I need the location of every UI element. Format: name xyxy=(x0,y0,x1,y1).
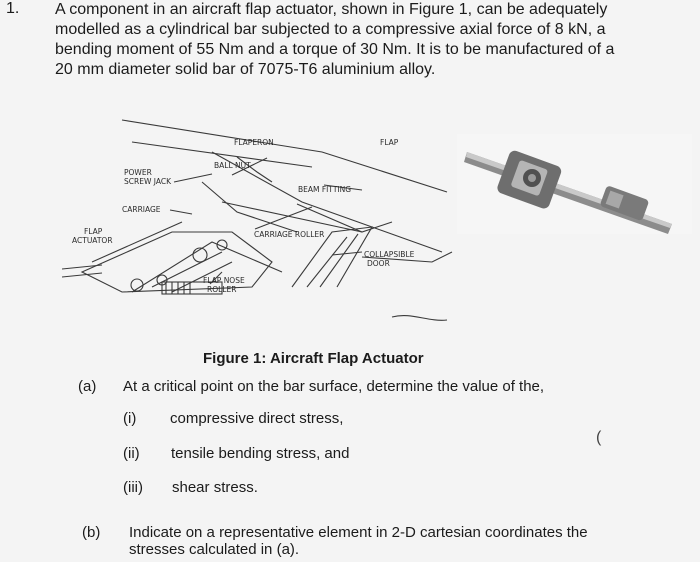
item-iii-text: shear stress. xyxy=(172,479,258,496)
label-power: POWER xyxy=(124,168,152,177)
part-a-text: At a critical point on the bar surface, … xyxy=(123,378,545,395)
label-collapsible-2: DOOR xyxy=(367,259,390,268)
label-ball-nut: BALL NUT xyxy=(214,161,251,170)
figure-caption: Figure 1: Aircraft Flap Actuator xyxy=(203,350,424,367)
item-ii-label: (ii) xyxy=(123,445,140,462)
item-i-label: (i) xyxy=(123,410,137,427)
actuator-line-drawing xyxy=(62,119,453,321)
label-carriage: CARRIAGE xyxy=(122,205,161,214)
label-screw-jack: SCREW JACK xyxy=(124,177,172,186)
label-beam-fitting: BEAM FITTING xyxy=(298,185,351,194)
part-a-label: (a) xyxy=(78,378,97,395)
part-b-label: (b) xyxy=(82,524,101,541)
label-flap-nose-roller-1: FLAP NOSE xyxy=(203,276,245,285)
item-ii-text: tensile bending stress, and xyxy=(171,445,350,462)
problem-statement: A component in an aircraft flap actuator… xyxy=(55,1,615,78)
label-flap-actuator-1: FLAP xyxy=(84,227,103,236)
actuator-photo xyxy=(457,134,692,234)
item-i-text: compressive direct stress, xyxy=(170,410,344,427)
label-flap-nose-roller-2: ROLLER xyxy=(207,285,236,294)
flap-actuator-figure: FLAPERON FLAP BALL NUT POWER SCREW JACK … xyxy=(62,119,692,321)
part-b-text: Indicate on a representative element in … xyxy=(129,524,588,558)
label-flaperon: FLAPERON xyxy=(234,138,274,147)
label-collapsible-1: COLLAPSIBLE xyxy=(364,250,415,259)
question-number: 1. xyxy=(6,0,20,17)
label-flap: FLAP xyxy=(380,138,399,147)
label-carriage-roller: CARRIAGE ROLLER xyxy=(254,230,324,239)
stray-paren-mark: ( xyxy=(596,429,602,446)
item-iii-label: (iii) xyxy=(123,479,143,496)
label-flap-actuator-2: ACTUATOR xyxy=(72,236,113,245)
